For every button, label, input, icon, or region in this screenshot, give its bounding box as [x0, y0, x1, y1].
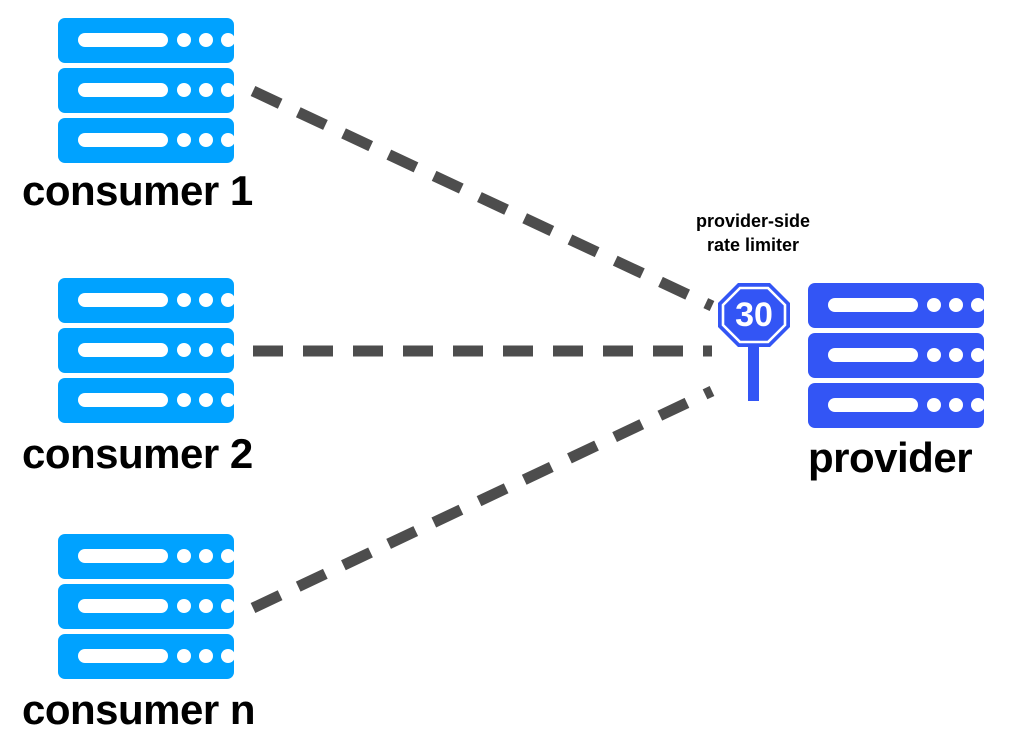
node-rate-limiter[interactable]: 30 — [716, 281, 792, 408]
node-label-consumer-1: consumer 1 — [22, 167, 253, 214]
sign-limit-value: 30 — [735, 296, 773, 334]
server-stack-icon — [58, 534, 235, 679]
sign-inner-ring — [721, 286, 787, 344]
rate-limiter-caption-line-2: rate limiter — [706, 235, 800, 256]
sign-octagon — [718, 283, 790, 347]
octagon-sign-icon: 30 — [718, 283, 790, 401]
server-stack-icon — [808, 283, 985, 428]
rate-limiter-caption-line-1: provider-side — [695, 211, 811, 231]
node-consumer-2[interactable] — [56, 278, 236, 424]
node-provider[interactable] — [806, 283, 986, 429]
node-consumer-n[interactable] — [56, 534, 236, 680]
node-label-consumer-2: consumer 2 — [22, 430, 253, 477]
server-stack-icon — [58, 18, 235, 163]
node-label-provider: provider — [808, 434, 973, 481]
link-consumer-1[interactable] — [250, 86, 715, 311]
server-stack-icon — [58, 278, 235, 423]
link-consumer-n[interactable] — [250, 386, 715, 613]
node-consumer-1[interactable] — [56, 18, 236, 164]
node-label-consumer-n: consumer n — [22, 686, 256, 733]
rate-limiter-caption: provider-side rate limiter — [663, 209, 843, 258]
sign-post — [748, 341, 759, 401]
